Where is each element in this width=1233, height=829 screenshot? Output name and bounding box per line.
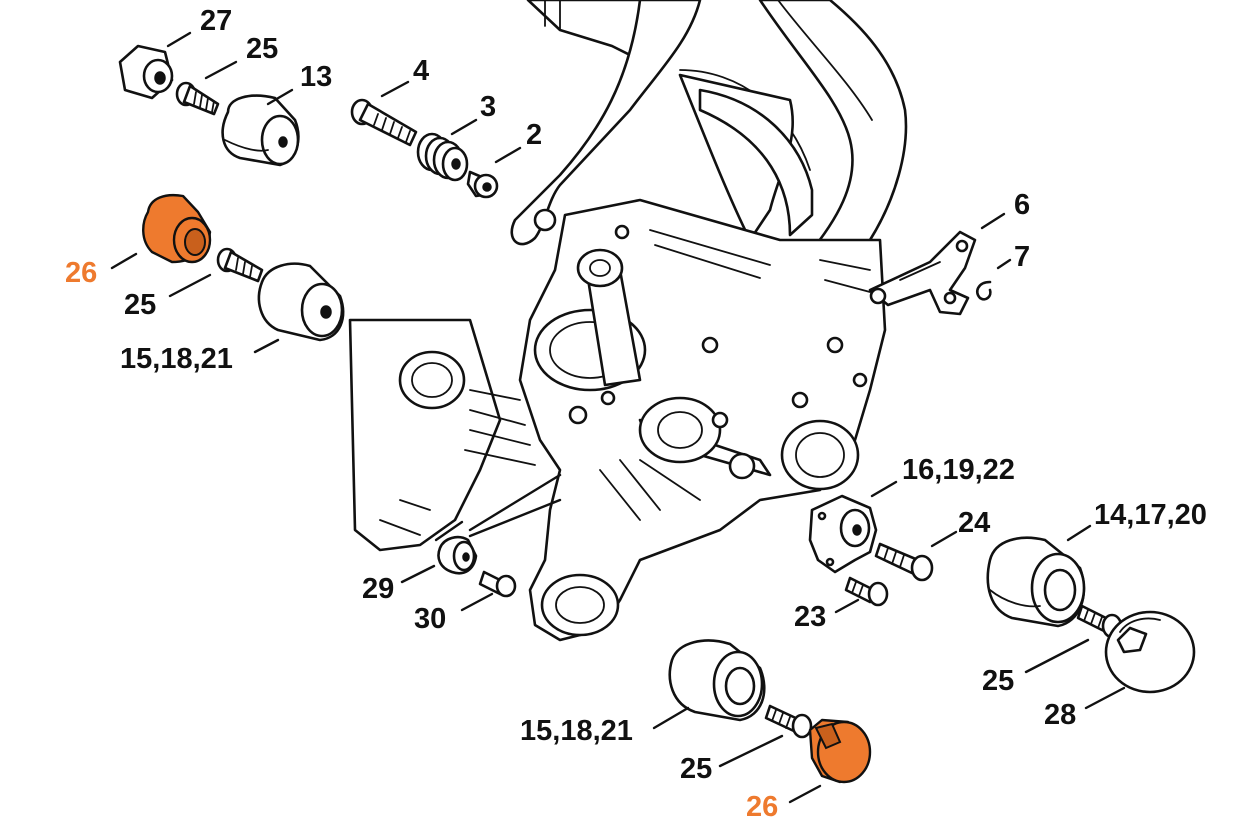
part-6-lever [868,230,977,316]
callout-14-17-20: 14,17,20 [1094,499,1207,531]
callout-labels: 27 25 13 4 3 2 26 25 15,18,21 6 7 16,19,… [65,5,1207,823]
callout-25-right: 25 [982,665,1014,697]
callout-2: 2 [526,119,542,151]
part-23-screw [844,576,889,607]
part-2-bushing [466,170,499,199]
callout-6: 6 [1014,189,1030,221]
callout-25-top: 25 [246,33,278,65]
callout-27: 27 [200,5,232,37]
part-26-orange-cap-top [142,194,212,264]
callout-28: 28 [1044,699,1076,731]
callout-26-bottom: 26 [746,791,778,823]
callout-4: 4 [413,55,429,87]
callout-24: 24 [958,507,990,539]
callout-16-19-22: 16,19,22 [902,454,1015,486]
callout-26-top: 26 [65,257,97,289]
part-4-bolt [350,98,418,147]
part-15-buffer-left [257,262,345,342]
callout-25-mid: 25 [124,289,156,321]
callout-15-18-21-left: 15,18,21 [120,343,233,375]
part-29-small-buffer [437,535,478,575]
part-25-screw-mid [216,247,264,283]
part-28-cover [1104,610,1196,694]
part-14-ring-buffer [986,536,1086,628]
callout-15-18-21-bottom: 15,18,21 [520,715,633,747]
engine-housing [348,0,908,642]
part-24-screw [874,542,934,582]
part-26-orange-cap-bottom [808,718,872,784]
part-27-buffer-cap [118,44,174,100]
callout-23: 23 [794,601,826,633]
callout-29: 29 [362,573,394,605]
part-25-screw-bottom [764,704,813,739]
part-3-spring [416,132,469,182]
leader-lines [110,31,1126,804]
callout-13: 13 [300,61,332,93]
part-25-screw-top [175,81,220,116]
part-7-clip [976,280,992,301]
callout-7: 7 [1014,241,1030,273]
part-13-buffer [221,94,300,167]
part-30-screw [478,570,517,598]
part-15-buffer-bottom [668,639,766,722]
callout-3: 3 [480,91,496,123]
part-16-mounting-plate [808,494,878,574]
part-25-screw-right [1076,604,1123,639]
callout-30: 30 [414,603,446,635]
callout-25-bottom: 25 [680,753,712,785]
